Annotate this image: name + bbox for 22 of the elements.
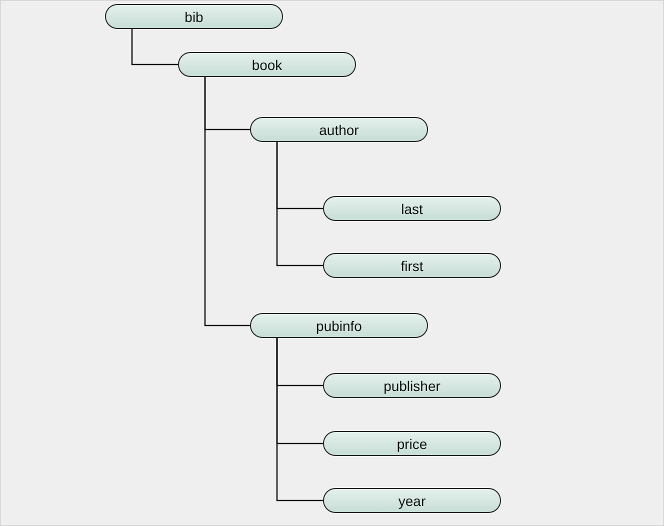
node-label: year	[398, 492, 426, 508]
connector-line	[276, 142, 323, 266]
node-pill	[323, 196, 501, 221]
node-pill	[323, 253, 501, 278]
node-pill	[323, 488, 501, 513]
node-label: pubinfo	[316, 318, 362, 334]
connector-line	[204, 77, 250, 326]
node-label: publisher	[384, 378, 440, 394]
node-label: author	[319, 122, 359, 138]
node-pill	[105, 4, 283, 29]
connector-line	[276, 338, 323, 502]
node-pill	[250, 313, 428, 338]
connector-line	[131, 29, 178, 66]
node-label: price	[396, 436, 428, 452]
node-pill	[323, 373, 501, 398]
node-label: book	[252, 56, 282, 72]
node-pill	[250, 117, 428, 142]
node-label: first	[400, 258, 424, 274]
node-label: last	[401, 200, 423, 216]
node-pill	[323, 431, 501, 456]
node-label: bib	[184, 8, 204, 24]
node-pill	[178, 52, 356, 77]
